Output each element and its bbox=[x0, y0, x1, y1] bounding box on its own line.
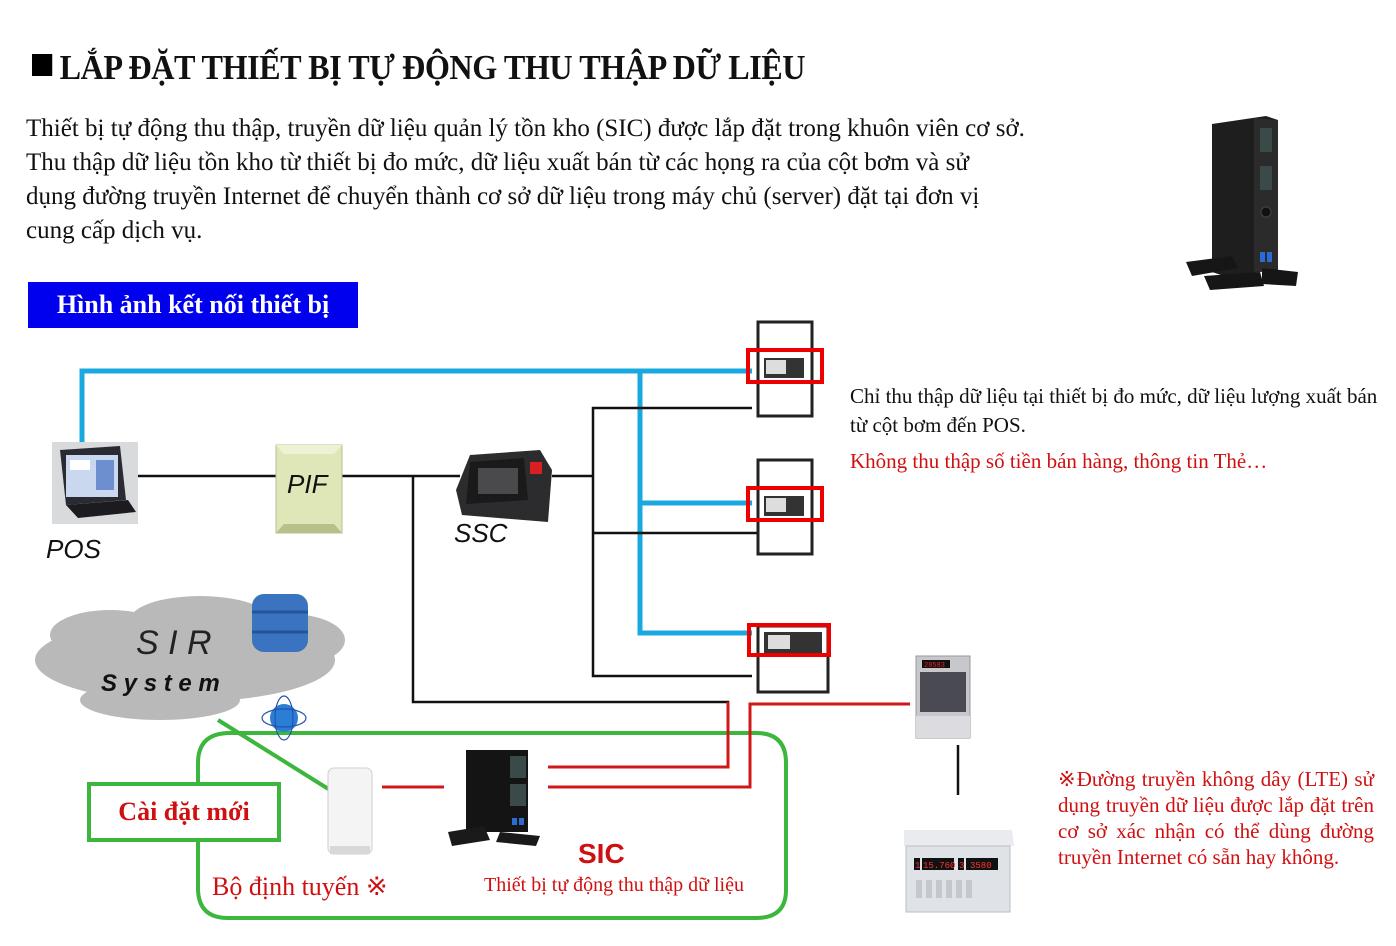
tank-console-icon: 28583 bbox=[915, 655, 971, 739]
ssc-console-icon bbox=[456, 450, 552, 522]
level-meter-tank2: 3 bbox=[959, 861, 964, 871]
square-bullet-icon bbox=[32, 54, 53, 76]
page-title: LẮP ĐẶT THIẾT BỊ TỰ ĐỘNG THU THẬP DỮ LIỆ… bbox=[32, 48, 806, 88]
green-connections bbox=[196, 718, 788, 920]
pif-box-icon bbox=[275, 444, 343, 534]
level-meter-icon: 1 15.760 3 3580 bbox=[904, 830, 1014, 913]
new-install-boundary bbox=[196, 731, 788, 920]
intro-paragraph: Thiết bị tự động thu thập, truyền dữ liệ… bbox=[26, 112, 1166, 248]
sic-description: Thiết bị tự động thu thập dữ liệu bbox=[484, 874, 744, 896]
blue-connections bbox=[79, 368, 752, 636]
lte-note: ※Đường truyền không dây (LTE) sử dụng tr… bbox=[1058, 767, 1374, 869]
pos-label: POS bbox=[46, 534, 101, 564]
intro-line: Thu thập dữ liệu tồn kho từ thiết bị đo … bbox=[26, 149, 969, 176]
pos-terminal-icon bbox=[52, 442, 138, 524]
fuel-dispenser-icon bbox=[746, 458, 824, 556]
fuel-dispenser-icon bbox=[747, 623, 831, 694]
intro-line: Thiết bị tự động thu thập, truyền dữ liệ… bbox=[26, 115, 1025, 142]
fuel-dispenser-icon bbox=[746, 320, 824, 418]
intro-line: dụng đường truyền Internet để chuyển thà… bbox=[26, 183, 980, 210]
blue-line-bus bbox=[637, 371, 752, 636]
page-title-text: LẮP ĐẶT THIẾT BỊ TỰ ĐỘNG THU THẬP DỮ LIỆ… bbox=[59, 48, 806, 87]
line-cloud-router bbox=[216, 718, 332, 792]
router-label: Bộ định tuyến ※ bbox=[212, 872, 388, 901]
sic-label: SIC bbox=[578, 838, 625, 869]
router-icon bbox=[327, 767, 373, 855]
exclusion-note: Không thu thập số tiền bán hàng, thông t… bbox=[850, 449, 1268, 473]
level-meter-tank1: 1 bbox=[915, 861, 920, 871]
intro-line: cung cấp dịch vụ. bbox=[26, 217, 203, 244]
database-icon bbox=[252, 594, 308, 652]
blue-line-pos-dispenser1 bbox=[79, 368, 752, 445]
ssc-label: SSC bbox=[454, 518, 508, 548]
globe-icon bbox=[261, 695, 307, 741]
line-sic-console bbox=[548, 702, 910, 789]
svg-text:28583: 28583 bbox=[924, 662, 945, 670]
level-meter-value2: 3580 bbox=[970, 861, 992, 871]
cloud-label-sir: S I R bbox=[136, 624, 212, 662]
line-ssc-dispensers bbox=[591, 406, 752, 678]
line-sic-pif bbox=[548, 702, 730, 769]
pif-label: PIF bbox=[287, 469, 328, 499]
section-banner: Hình ảnh kết nối thiết bị bbox=[28, 282, 358, 328]
sic-device-icon bbox=[448, 750, 540, 846]
new-install-label: Cài đặt mới bbox=[87, 782, 281, 842]
sic-device-photo-icon bbox=[1186, 116, 1298, 290]
red-connections bbox=[382, 702, 910, 789]
cloud-label-system: S y s t e m bbox=[101, 670, 220, 697]
collection-scope-note: Chỉ thu thập dữ liệu tại thiết bị đo mức… bbox=[850, 384, 1378, 437]
level-meter-value1: 15.760 bbox=[923, 861, 955, 871]
